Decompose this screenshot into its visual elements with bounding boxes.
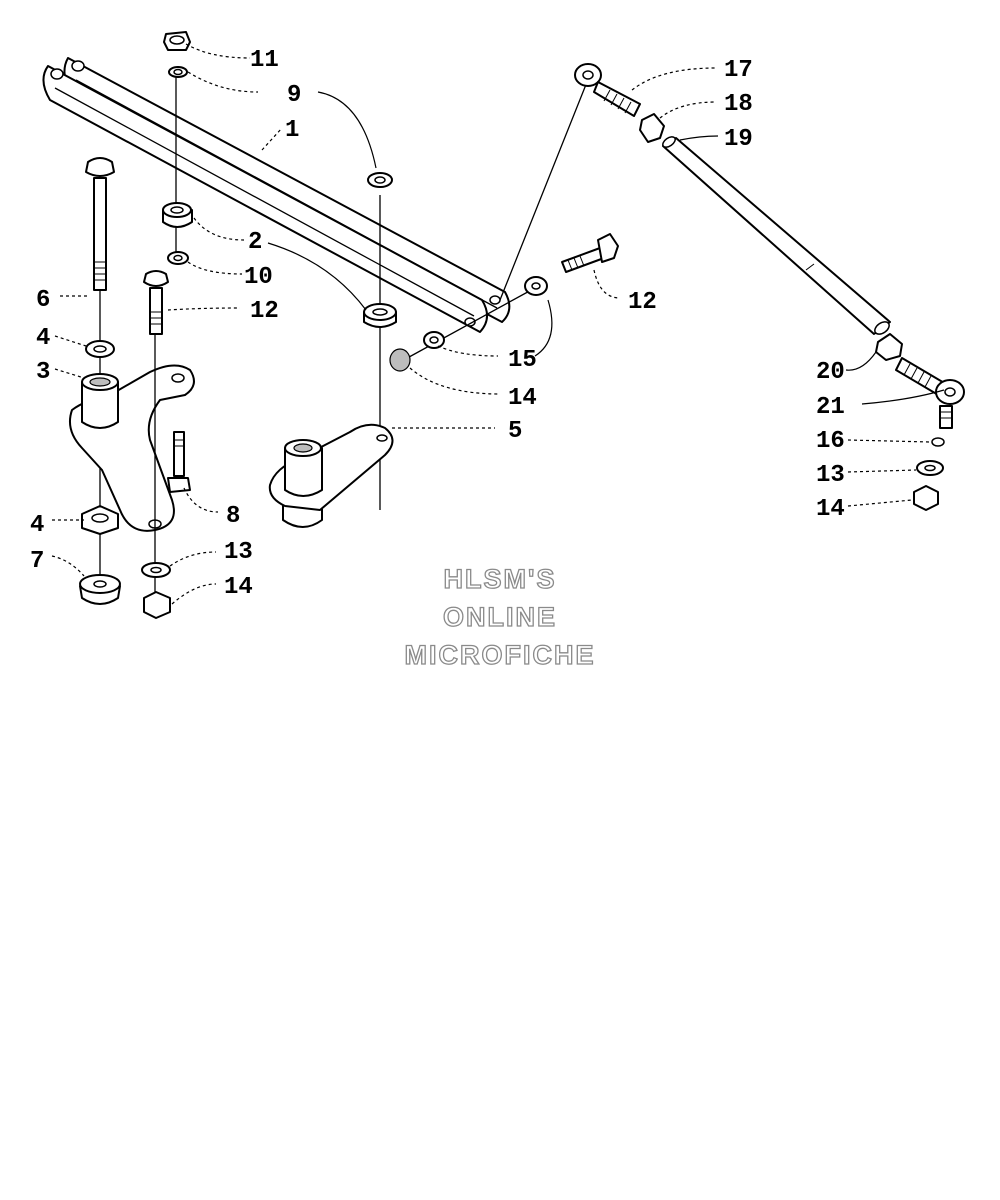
watermark-line-3: MICROFICHE (405, 640, 596, 670)
callout-14-right: 14 (816, 496, 845, 523)
callout-14-mid: 14 (508, 385, 537, 412)
callout-5: 5 (508, 418, 522, 445)
washer-16 (931, 437, 945, 447)
callout-6: 6 (36, 287, 50, 314)
nut-20 (875, 333, 903, 361)
washer-9 (168, 66, 188, 78)
bolt-12-left (143, 270, 169, 335)
watermark: HLSM'S ONLINE MICROFICHE (404, 563, 596, 670)
nut-14-mid (389, 348, 411, 372)
tube-19 (662, 136, 891, 335)
washer-13-left (141, 562, 171, 578)
nut-14-right (913, 485, 939, 511)
callout-13-right: 13 (816, 462, 845, 489)
callout-17: 17 (724, 57, 753, 84)
callout-20: 20 (816, 359, 845, 386)
callout-18: 18 (724, 91, 753, 118)
callout-21: 21 (816, 394, 845, 421)
callout-10: 10 (244, 264, 273, 291)
callout-7: 7 (30, 548, 44, 575)
callout-12-right: 12 (628, 289, 657, 316)
washer-9-right (367, 172, 393, 188)
callout-1: 1 (285, 117, 299, 144)
bolt-8 (167, 431, 191, 493)
washer-4-upper (85, 340, 115, 358)
sleeve-3 (81, 373, 119, 429)
rod-end-link-line (499, 81, 588, 301)
rod-end-21 (895, 357, 965, 429)
washer-13-right (916, 460, 944, 476)
callout-4-upper: 4 (36, 325, 50, 352)
callout-labels: 11 9 1 2 10 6 12 4 3 5 15 14 12 8 4 7 13… (30, 47, 845, 601)
nut-11 (163, 31, 191, 51)
callout-19: 19 (724, 126, 753, 153)
callout-11: 11 (250, 47, 279, 74)
callout-12-left: 12 (250, 298, 279, 325)
washer-12-right (524, 276, 548, 296)
callout-3: 3 (36, 359, 50, 386)
callout-8: 8 (226, 503, 240, 530)
rod-end-17 (574, 63, 641, 117)
stack-axis-right-end (399, 287, 536, 363)
bushing-2-lower (363, 303, 397, 328)
callout-13-left: 13 (224, 539, 253, 566)
bracket-5 (268, 423, 394, 528)
washer-10 (167, 251, 189, 265)
leader-lines (51, 43, 945, 605)
callout-14-left: 14 (224, 574, 253, 601)
callout-15: 15 (508, 347, 537, 374)
watermark-line-1: HLSM'S (444, 564, 557, 594)
linkage-arm-front (42, 65, 488, 333)
callout-4-lower: 4 (30, 512, 44, 539)
bushing-2-upper (162, 202, 193, 228)
washer-15 (423, 331, 445, 349)
bolt-12-right (561, 233, 619, 273)
callout-9: 9 (287, 82, 301, 109)
watermark-line-2: ONLINE (443, 602, 557, 632)
bolt-6 (85, 157, 115, 291)
nut-14-left (143, 591, 171, 619)
cap-7 (79, 574, 121, 605)
nut-18 (639, 113, 665, 143)
callout-2: 2 (248, 229, 262, 256)
callout-16: 16 (816, 428, 845, 455)
nut-4-lower (81, 505, 119, 535)
